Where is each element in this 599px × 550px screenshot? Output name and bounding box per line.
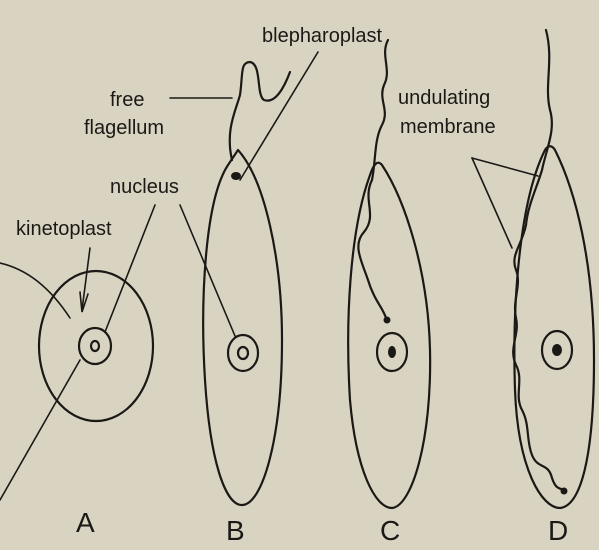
- stage-label-b: B: [226, 515, 245, 546]
- free-flagellum-label-line1: free: [110, 89, 144, 111]
- stage-b-blepharoplast: [231, 172, 241, 180]
- stage-d-nucleolus: [552, 344, 562, 356]
- nucleus-label: nucleus: [110, 176, 179, 198]
- undulating-membrane-label-line2: membrane: [400, 116, 496, 138]
- stage-d-kinetoplast: [561, 488, 568, 495]
- stage-label-a: A: [76, 507, 95, 538]
- stage-label-d: D: [548, 515, 568, 546]
- stage-c-kinetoplast: [384, 317, 391, 324]
- undulating-membrane-label-line1: undulating: [398, 87, 490, 109]
- free-flagellum-label-line2: flagellum: [84, 117, 164, 139]
- blepharoplast-label: blepharoplast: [262, 25, 383, 47]
- kinetoplast-label: kinetoplast: [16, 218, 112, 240]
- stage-c-nucleolus: [388, 346, 396, 358]
- stage-label-c: C: [380, 515, 400, 546]
